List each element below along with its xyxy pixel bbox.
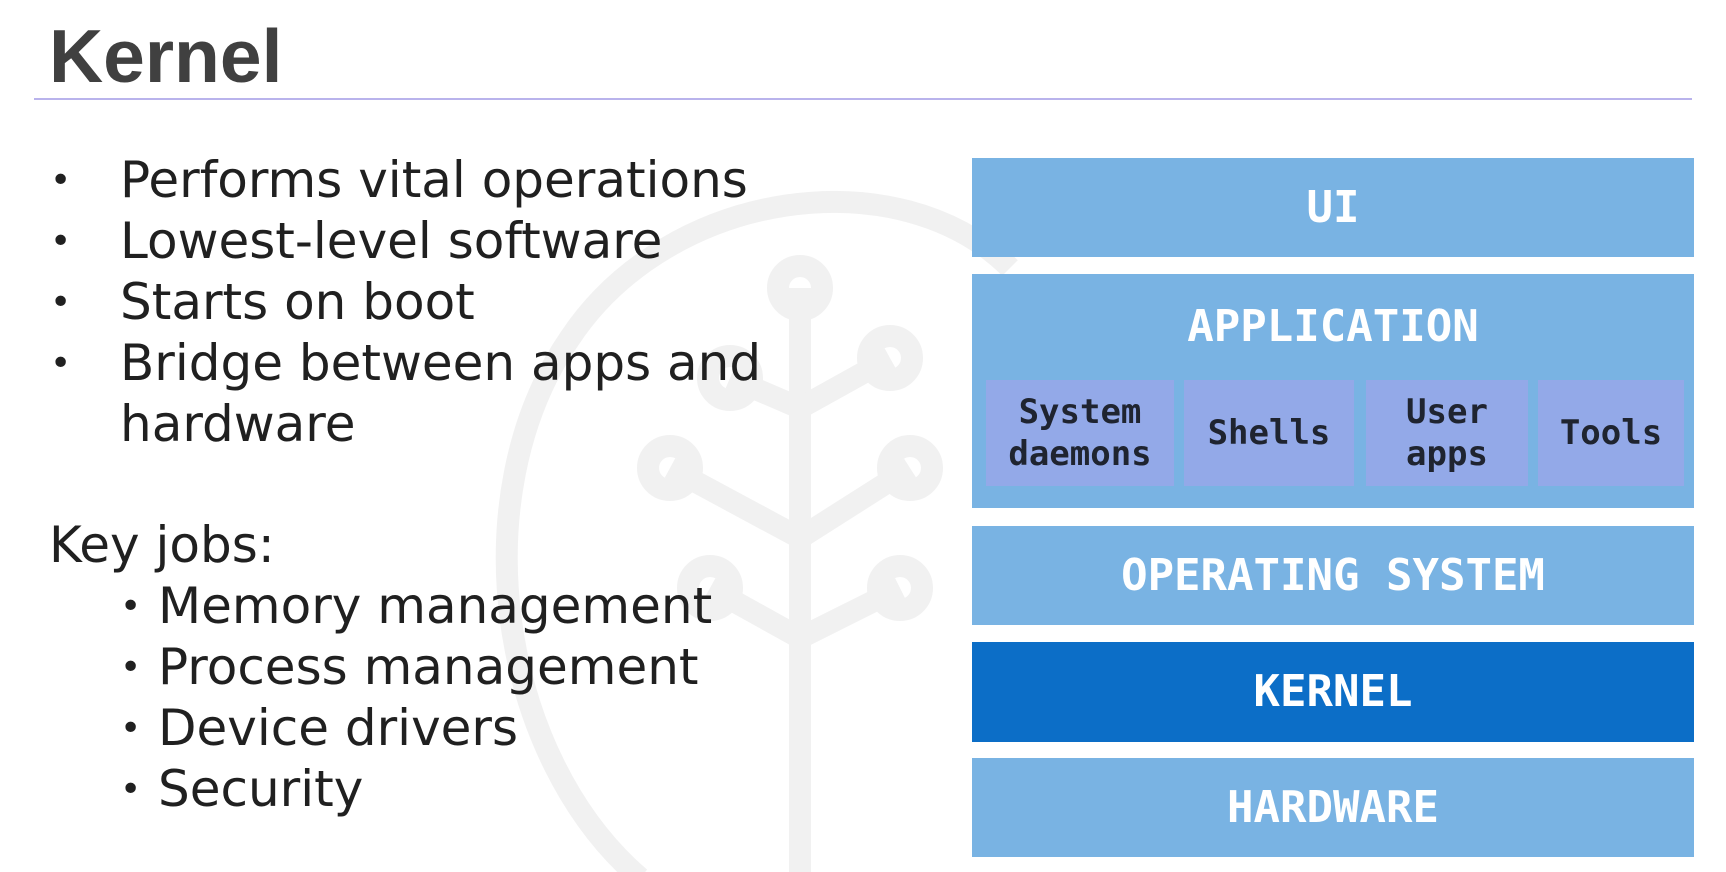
bullet-dot-icon: • bbox=[120, 708, 142, 749]
title-divider bbox=[34, 98, 1692, 100]
key-job-text: Security bbox=[158, 760, 364, 818]
tools-box: Tools bbox=[1538, 380, 1684, 486]
key-job-text: Device drivers bbox=[158, 699, 519, 757]
key-jobs-label: Key jobs: bbox=[49, 516, 275, 574]
key-job-item: • Process management bbox=[120, 637, 712, 698]
hardware-layer: HARDWARE bbox=[972, 758, 1694, 857]
bullet-item: • Performs vital operations bbox=[50, 150, 860, 211]
application-layer: APPLICATION System daemons Shells User a… bbox=[972, 274, 1694, 508]
key-job-item: • Device drivers bbox=[120, 698, 712, 759]
key-job-text: Process management bbox=[158, 638, 699, 696]
bullet-item: • Bridge between apps and hardware bbox=[50, 333, 860, 455]
bullet-dot-icon: • bbox=[50, 221, 72, 262]
bullet-dot-icon: • bbox=[120, 647, 142, 688]
bullet-dot-icon: • bbox=[50, 160, 72, 201]
bullet-dot-icon: • bbox=[50, 282, 72, 323]
bullet-list: • Performs vital operations • Lowest-level… bbox=[50, 150, 860, 455]
bullet-text: Bridge between apps and hardware bbox=[120, 334, 762, 453]
shells-box: Shells bbox=[1184, 380, 1354, 486]
bullet-text: Starts on boot bbox=[120, 273, 475, 331]
system-daemons-box: System daemons bbox=[986, 380, 1174, 486]
key-job-text: Memory management bbox=[158, 577, 713, 635]
kernel-layer: KERNEL bbox=[972, 642, 1694, 742]
bullet-item: • Lowest-level software bbox=[50, 211, 860, 272]
slide-title: Kernel bbox=[49, 14, 283, 98]
user-apps-box: User apps bbox=[1366, 380, 1528, 486]
key-job-item: • Memory management bbox=[120, 576, 712, 637]
network-watermark-icon bbox=[495, 190, 1018, 872]
bullet-dot-icon: • bbox=[50, 343, 72, 384]
key-job-item: • Security bbox=[120, 759, 712, 820]
ui-layer: UI bbox=[972, 158, 1694, 257]
bullet-dot-icon: • bbox=[120, 769, 142, 810]
text-column: • Performs vital operations • Lowest-level… bbox=[49, 150, 860, 820]
bullet-dot-icon: • bbox=[120, 586, 142, 627]
bullet-text: Lowest-level software bbox=[120, 212, 663, 270]
application-layer-label: APPLICATION bbox=[1187, 301, 1479, 352]
operating-system-layer: OPERATING SYSTEM bbox=[972, 526, 1694, 625]
bullet-text: Performs vital operations bbox=[120, 151, 748, 209]
key-jobs-list: • Memory management • Process management •… bbox=[120, 576, 712, 820]
bullet-item: • Starts on boot bbox=[50, 272, 860, 333]
